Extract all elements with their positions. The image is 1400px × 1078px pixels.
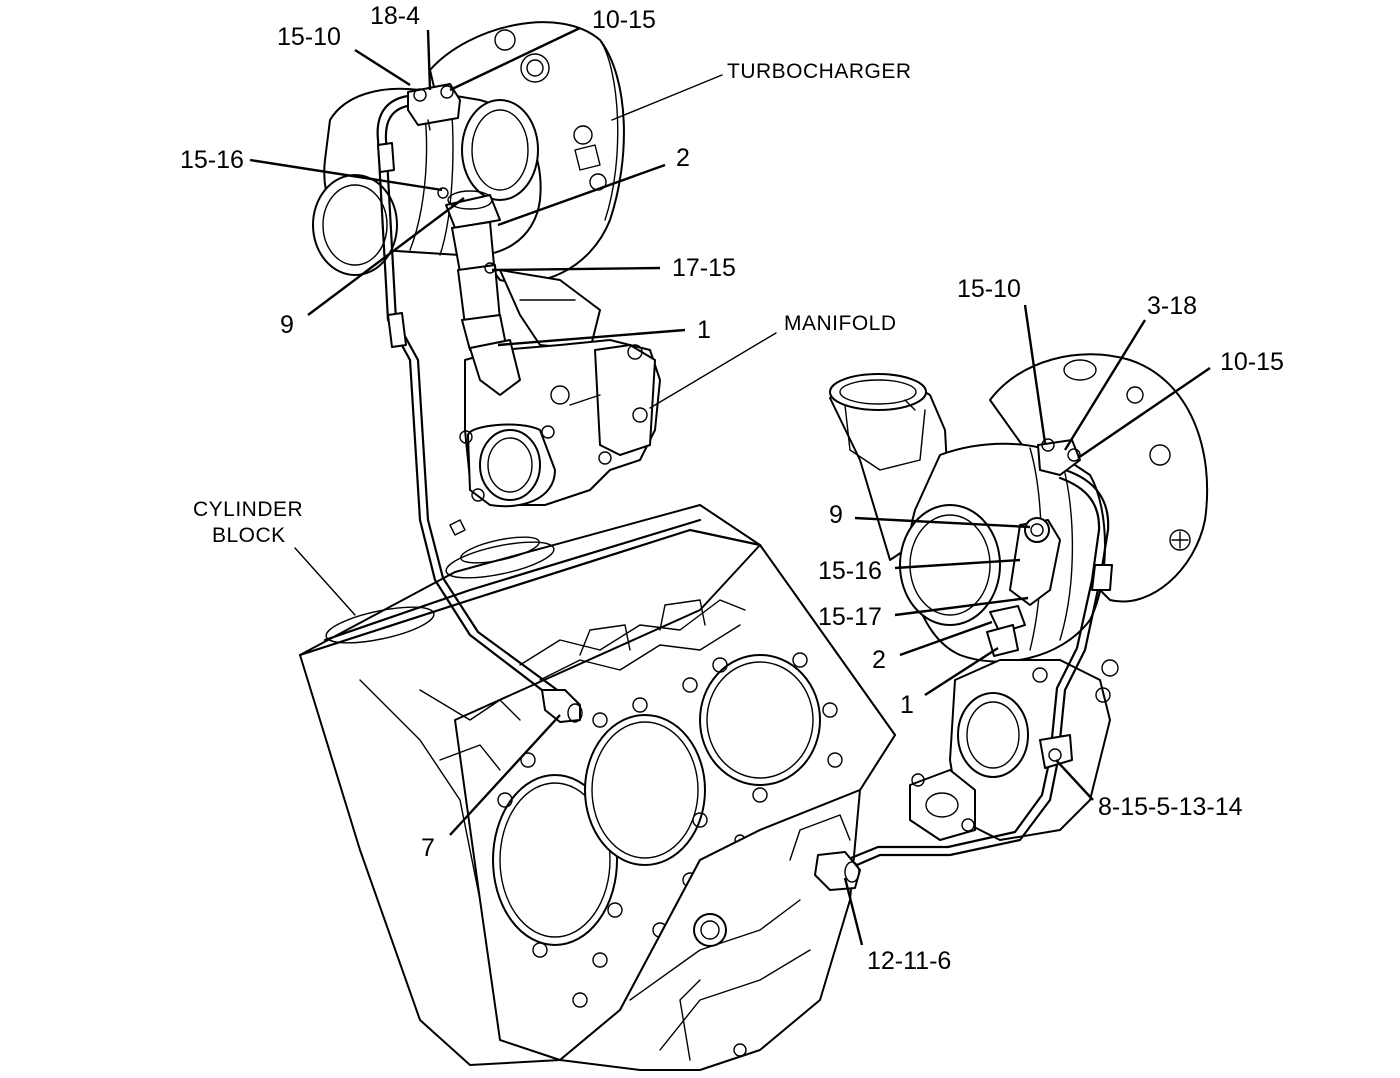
callout-2-right: 2 (872, 646, 886, 674)
callout-15-16-left: 15-16 (180, 146, 244, 174)
oil-lines-left (376, 83, 583, 723)
callout-9-left: 9 (280, 311, 294, 339)
callout-9-right: 9 (829, 501, 843, 529)
callout-2-left: 2 (676, 144, 690, 172)
cylinder-block-label-line1: CYLINDER (193, 498, 303, 521)
component-labels: TURBOCHARGER MANIFOLD CYLINDER BLOCK (193, 60, 912, 547)
cylinder-block (298, 504, 896, 1071)
callout-1-left: 1 (697, 316, 711, 344)
callout-17-15: 17-15 (672, 254, 736, 282)
callout-15-10-right: 15-10 (957, 275, 1021, 303)
callout-12-11-6: 12-11-6 (867, 947, 951, 975)
oil-lines-right (814, 438, 1113, 891)
manifold-label: MANIFOLD (784, 312, 897, 335)
callout-18-4: 18-4 (370, 2, 420, 30)
callout-numbers: 15-10 18-4 10-15 15-16 2 17-15 9 1 15-10… (180, 2, 1284, 975)
leader-lines (249, 26, 1211, 946)
callout-8-15-5-13-14: 8-15-5-13-14 (1098, 793, 1243, 821)
callout-15-10-left: 15-10 (277, 23, 341, 51)
callout-10-15-left: 10-15 (592, 6, 656, 34)
cylinder-block-label-line2: BLOCK (212, 524, 286, 547)
callout-7: 7 (421, 834, 435, 862)
callout-10-15-right: 10-15 (1220, 348, 1284, 376)
callout-15-16-right: 15-16 (818, 557, 882, 585)
turbocharger-label: TURBOCHARGER (727, 60, 912, 83)
cylinder-bores (492, 654, 821, 946)
callout-1-right: 1 (900, 691, 914, 719)
callout-15-17: 15-17 (818, 603, 882, 631)
callout-3-18: 3-18 (1147, 292, 1197, 320)
